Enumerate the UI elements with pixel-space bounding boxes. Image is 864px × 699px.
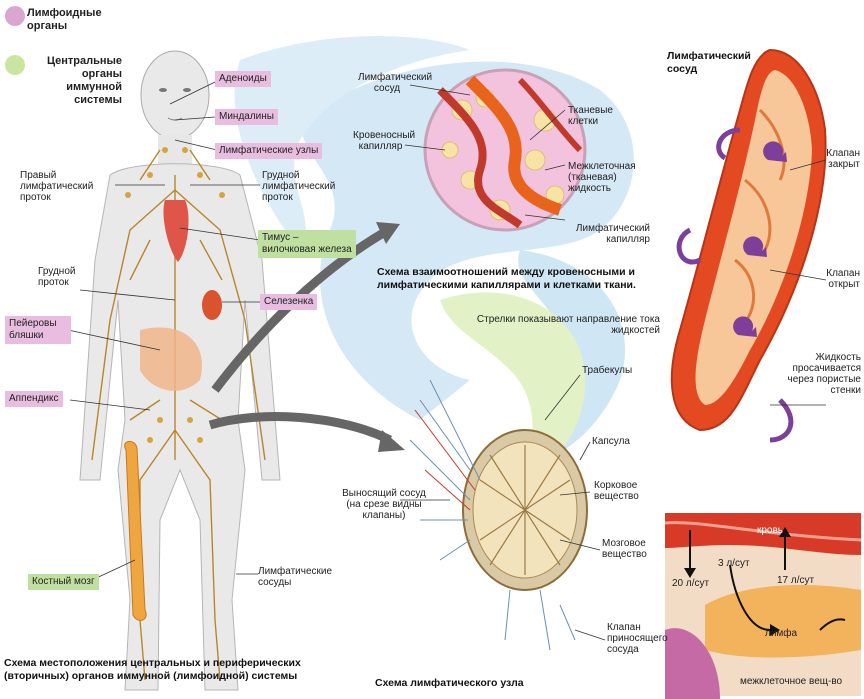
label-lymph-vessel: Лимфатический сосуд (358, 72, 416, 94)
label-valve-open: Клапан открыт (812, 268, 860, 290)
label-lymph-nodes: Лимфатические узлы (215, 143, 322, 159)
label-thoracic-duct-top: Грудной лимфатический проток (262, 170, 342, 203)
label-thymus: Тимус – вилочковая железа (258, 230, 356, 258)
label-valve-closed: Клапан закрыт (812, 148, 860, 170)
label-thoracic-duct: Грудной проток (38, 266, 93, 288)
label-appendix: Аппендикс (5, 391, 63, 407)
label-cortex: Корковое вещество (594, 480, 654, 502)
vessel-title: Лимфатический сосуд (667, 50, 757, 76)
spleen-organ (202, 290, 222, 320)
label-blood-capillary: Кровеносный капилляр (353, 130, 408, 152)
label-capsule: Капсула (592, 436, 630, 447)
label-efferent: Выносящий сосуд (на срезе видны клапаны) (338, 488, 430, 521)
label-trabeculae: Трабекулы (582, 365, 632, 376)
label-bone-marrow: Костный мозг (28, 574, 99, 590)
legend-lymphoid-text: Лимфоидные органы (27, 7, 117, 33)
legend-lymphoid-dot (5, 6, 25, 26)
capillary-diagram (425, 70, 585, 230)
label-adenoids: Аденоиды (215, 71, 271, 87)
label-afferent: Клапан приносящего сосуда (607, 622, 662, 655)
label-lymph-capillary: Лимфатический капилляр (540, 223, 650, 245)
legend-central-dot (5, 55, 25, 75)
label-lymph-vessels: Лимфатические сосуды (258, 566, 343, 588)
label-fluid-seeps: Жидкость просачивается через пористые ст… (775, 352, 861, 396)
label-flow-out: 20 л/сут (672, 578, 709, 589)
capillary-title: Схема взаимоотношений между кровеносными… (377, 266, 664, 292)
legend-central-text: Центральные органы иммунной системы (27, 55, 122, 107)
node-caption: Схема лимфатического узла (375, 677, 524, 690)
capillary-note: Стрелки показывают направление тока жидк… (450, 314, 660, 336)
label-flow-back: 17 л/сут (777, 575, 814, 586)
label-peyer: Пейеровы бляшки (5, 316, 71, 344)
label-tonsils: Миндалины (215, 109, 278, 125)
fluid-flow-diagram (665, 513, 861, 699)
label-spleen: Селезенка (260, 294, 317, 310)
main-caption: Схема местоположения центральных и периф… (4, 657, 344, 683)
label-lymph: лимфа (765, 628, 797, 639)
label-flow-lymph-rate: 3 л/сут (718, 558, 750, 569)
label-interstitial-substance: межклеточное вещ-во (740, 676, 842, 687)
label-tissue-cells: Тканевые клетки (568, 105, 623, 127)
label-right-duct: Правый лимфатический проток (20, 170, 110, 203)
label-blood: кровь (757, 525, 783, 536)
label-interstitial: Межклеточная (тканевая) жидкость (568, 161, 648, 194)
label-medulla: Мозговое вещество (602, 538, 662, 560)
